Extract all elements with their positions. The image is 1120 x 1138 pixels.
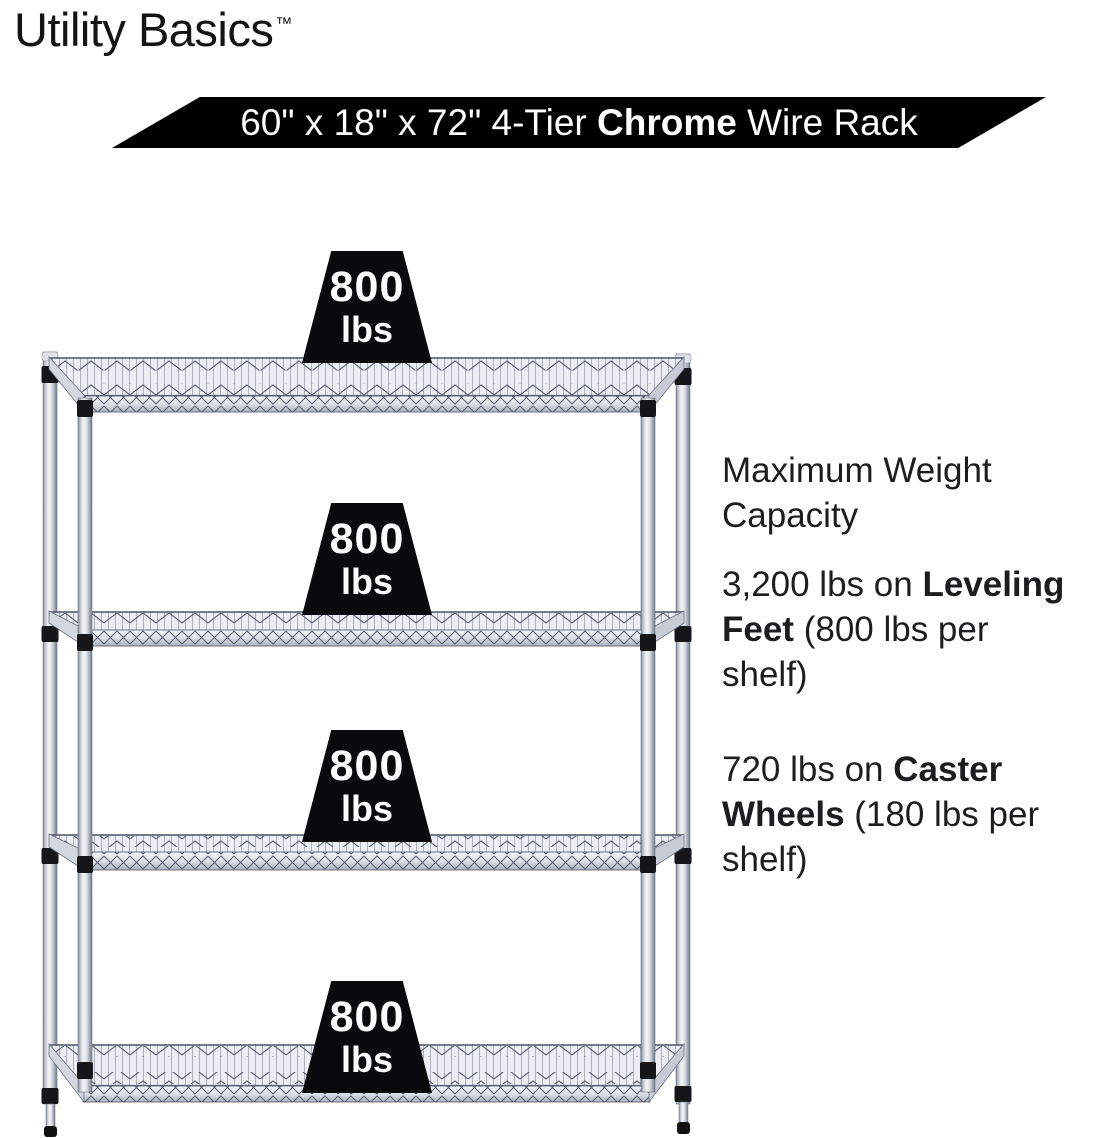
weight-value: 800 bbox=[329, 742, 405, 790]
weight-icon: 800 lbs bbox=[302, 981, 432, 1093]
rack-post-front-right bbox=[640, 397, 656, 1093]
rack-shelf-2 bbox=[48, 610, 685, 647]
capacity-leveling-feet: 3,200 lbs on Leveling Feet (800 lbs per … bbox=[722, 565, 1065, 694]
capacity-caster-wheels: 720 lbs on Caster Wheels (180 lbs per sh… bbox=[722, 750, 1040, 879]
weight-value: 800 bbox=[329, 263, 405, 311]
brand-name: Utility Basics bbox=[14, 3, 274, 56]
rack-shelf-3 bbox=[48, 833, 685, 871]
weight-unit: lbs bbox=[340, 309, 393, 350]
weight-unit: lbs bbox=[340, 561, 393, 602]
weight-value: 800 bbox=[329, 515, 405, 563]
capacity-info: Maximum Weight Capacity 3,200 lbs on Lev… bbox=[722, 448, 1120, 882]
weight-unit: lbs bbox=[340, 1039, 393, 1080]
rack-post-front-left bbox=[77, 397, 93, 1093]
rack-product-photo bbox=[41, 351, 692, 1137]
rack-post-back-right bbox=[674, 353, 692, 1134]
capacity-heading: Maximum Weight Capacity bbox=[722, 451, 992, 535]
weight-icon: 800 lbs bbox=[302, 251, 432, 363]
weight-unit: lbs bbox=[340, 788, 393, 829]
trademark-symbol: ™ bbox=[275, 14, 292, 34]
title-ribbon: 60" x 18" x 72" 4-Tier Chrome Wire Rack bbox=[112, 97, 1046, 148]
rack-shelf-1 bbox=[48, 355, 685, 414]
weight-value: 800 bbox=[329, 993, 405, 1041]
rack-post-back-left bbox=[41, 351, 59, 1137]
